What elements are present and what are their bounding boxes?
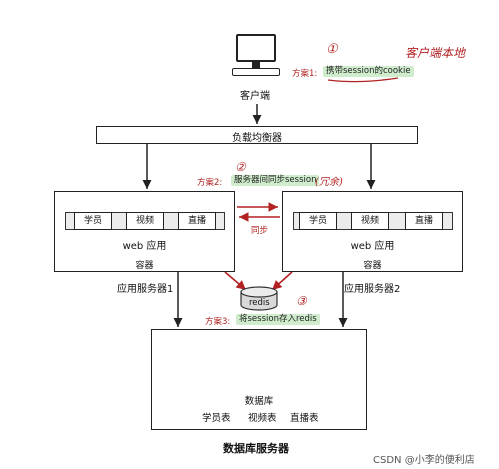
- underline-scribble: [327, 77, 399, 83]
- plan1-number-mark: ①: [326, 42, 338, 57]
- table-live: 直播表: [290, 413, 319, 424]
- database-label: 数据库: [244, 396, 274, 407]
- plan2-note: (冗余): [315, 177, 343, 188]
- server2-label: 应用服务器2: [344, 284, 401, 295]
- server2-app-label: web 应用: [350, 241, 395, 252]
- server1-label: 应用服务器1: [117, 284, 174, 295]
- arrow-server1-to-redis: [224, 271, 247, 291]
- watermark: CSDN @小李的便利店: [373, 455, 475, 466]
- plan1-prefix: 方案1:: [292, 69, 318, 79]
- load-balancer-box: 负载均衡器: [96, 126, 418, 144]
- load-balancer-label: 负载均衡器: [232, 133, 282, 144]
- server2-module-student: 学员: [299, 212, 337, 230]
- table-video: 视频表: [248, 413, 277, 424]
- table-student: 学员表: [202, 413, 231, 424]
- client-monitor-icon: [232, 34, 280, 78]
- server1-module-student: 学员: [74, 212, 112, 230]
- plan2-text: 服务器间同步session: [231, 175, 320, 186]
- server1-module-live: 直播: [178, 212, 216, 230]
- redis-label: redis: [249, 298, 270, 308]
- plan3-prefix: 方案3:: [205, 317, 231, 327]
- server1-container-label: 容器: [135, 261, 154, 271]
- database-server-label: 数据库服务器: [223, 442, 289, 455]
- plan2-number-mark: ②: [235, 160, 246, 174]
- plan3-number-mark: ③: [296, 294, 307, 308]
- redis-cylinder: [240, 286, 278, 311]
- server1-app-label: web 应用: [122, 241, 167, 252]
- server2-module-live: 直播: [405, 212, 443, 230]
- plan2-prefix: 方案2:: [197, 178, 223, 188]
- arrow-server2-to-redis: [271, 271, 293, 291]
- plan1-text: 携带session的cookie: [323, 66, 414, 77]
- database-server-box: 数据库 学员表 视频表 直播表: [151, 329, 367, 430]
- server2-module-video: 视频: [351, 212, 389, 230]
- plan1-note: 客户端本地: [405, 46, 466, 60]
- client-label: 客户端: [240, 91, 270, 102]
- sync-label: 同步: [251, 226, 269, 236]
- server2-container: 学员 视频 直播 web 应用 容器: [282, 191, 463, 272]
- server2-container-label: 容器: [363, 261, 382, 271]
- plan3-text: 将session存入redis: [236, 314, 320, 325]
- server1-module-video: 视频: [126, 212, 164, 230]
- server1-container: 学员 视频 直播 web 应用 容器: [54, 191, 235, 272]
